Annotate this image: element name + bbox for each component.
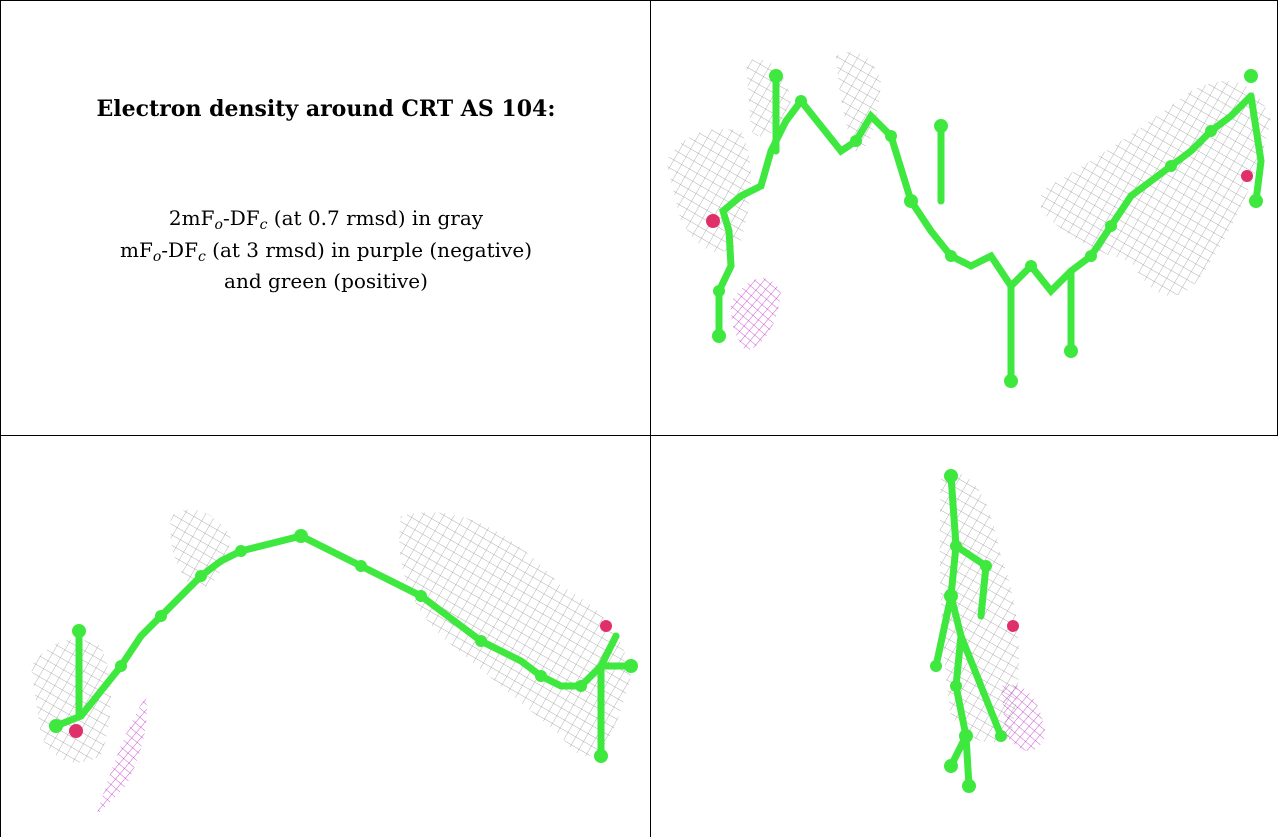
carbon-chain — [52, 532, 635, 760]
oxygen-atoms — [69, 620, 612, 738]
carbon-atoms — [930, 469, 1007, 793]
panel-view-3 — [651, 436, 1277, 837]
caption-line-fofc: mFo-DFc (at 3 rmsd) in purple (negative) — [120, 238, 532, 265]
density-mesh-gray — [666, 51, 1271, 296]
caption-title: Electron density around CRT AS 104: — [96, 96, 556, 122]
density-mesh-purple — [1001, 684, 1046, 751]
molecule-view-1 — [666, 51, 1271, 388]
oxygen-atoms — [706, 170, 1253, 228]
oxygen-atoms — [1007, 620, 1019, 632]
table-border-center — [650, 0, 651, 837]
density-mesh-purple — [730, 278, 781, 351]
carbon-atoms — [49, 529, 638, 763]
carbon-atoms — [712, 69, 1263, 388]
molecule-view-3 — [930, 469, 1046, 793]
density-mesh-gray — [31, 509, 631, 763]
panel-view-2 — [1, 436, 650, 837]
molecule-view-2 — [31, 509, 638, 816]
caption-cell: Electron density around CRT AS 104: 2mFo… — [1, 1, 650, 435]
carbon-chain — [715, 72, 1265, 385]
table-border-top — [0, 0, 1278, 1]
caption-line-positive: and green (positive) — [224, 269, 428, 293]
panel-view-1 — [651, 1, 1277, 435]
caption-line-2fofc: 2mFo-DFc (at 0.7 rmsd) in gray — [168, 206, 484, 233]
table-border-middle — [0, 435, 1278, 436]
table-border-left — [0, 0, 1, 837]
density-mesh-purple — [96, 696, 147, 816]
